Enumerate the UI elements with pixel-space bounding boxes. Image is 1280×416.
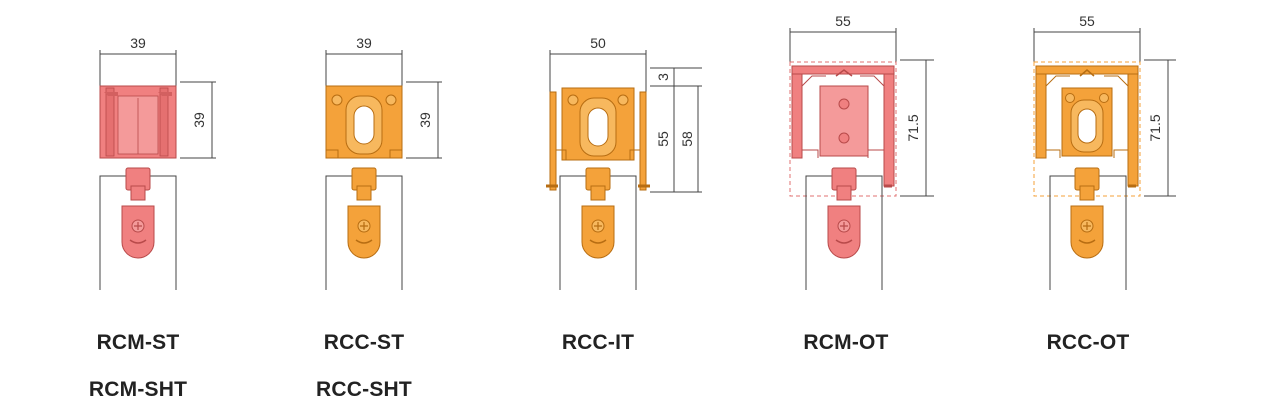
outline-dashed-box (789, 61, 897, 197)
height-dimension-label: 39 (417, 112, 433, 128)
height-dimension (900, 59, 934, 197)
track-profile (791, 65, 895, 188)
product-rcc-st: 39 39 (325, 35, 442, 290)
height-dimension (180, 81, 216, 159)
hanger-bracket (347, 167, 381, 259)
width-dimension (325, 50, 403, 88)
width-dimension (789, 28, 897, 64)
height-dimension-label: 71.5 (1147, 114, 1163, 141)
width-dimension-label: 50 (590, 35, 606, 51)
height-dimension-label-55: 55 (655, 131, 671, 147)
width-dimension (1033, 28, 1141, 64)
height-dimension (650, 67, 702, 193)
product-rcc-it: 50 3 55 58 (546, 35, 702, 290)
track-profile (1035, 65, 1139, 188)
hanger-bracket (581, 167, 615, 259)
height-dimension-label: 39 (191, 112, 207, 128)
product-label-rcc-sht: RCC-SHT (316, 378, 412, 401)
track-profile (546, 87, 650, 191)
height-dimension-label-3: 3 (655, 73, 671, 81)
hanger-bracket (1070, 167, 1104, 259)
track-profile (325, 85, 403, 159)
height-dimension (406, 81, 442, 159)
height-dimension (1144, 59, 1176, 197)
product-rcm-st: 39 39 (99, 35, 216, 290)
product-label-rcc-it: RCC-IT (561, 331, 635, 354)
width-dimension-label: 55 (835, 13, 851, 29)
product-label-rcc-ot: RCC-OT (1046, 331, 1130, 354)
hanger-bracket (827, 167, 861, 259)
product-label-rcc-st: RCC-ST (323, 331, 405, 354)
width-dimension-label: 55 (1079, 13, 1095, 29)
outline-dashed-box (1033, 61, 1141, 197)
product-rcc-ot: 55 71.5 (1033, 13, 1176, 290)
width-dimension (549, 50, 647, 92)
height-dimension-label: 71.5 (905, 114, 921, 141)
width-dimension (99, 50, 177, 88)
product-label-rcm-ot: RCM-OT (803, 331, 889, 354)
height-dimension-label-58: 58 (679, 131, 695, 147)
product-label-rcm-st: RCM-ST (96, 331, 180, 354)
product-label-rcm-sht: RCM-SHT (88, 378, 188, 401)
width-dimension-label: 39 (130, 35, 146, 51)
product-rcm-ot: 55 71.5 (789, 13, 934, 290)
track-profile (99, 85, 177, 159)
hanger-bracket (121, 167, 155, 259)
width-dimension-label: 39 (356, 35, 372, 51)
